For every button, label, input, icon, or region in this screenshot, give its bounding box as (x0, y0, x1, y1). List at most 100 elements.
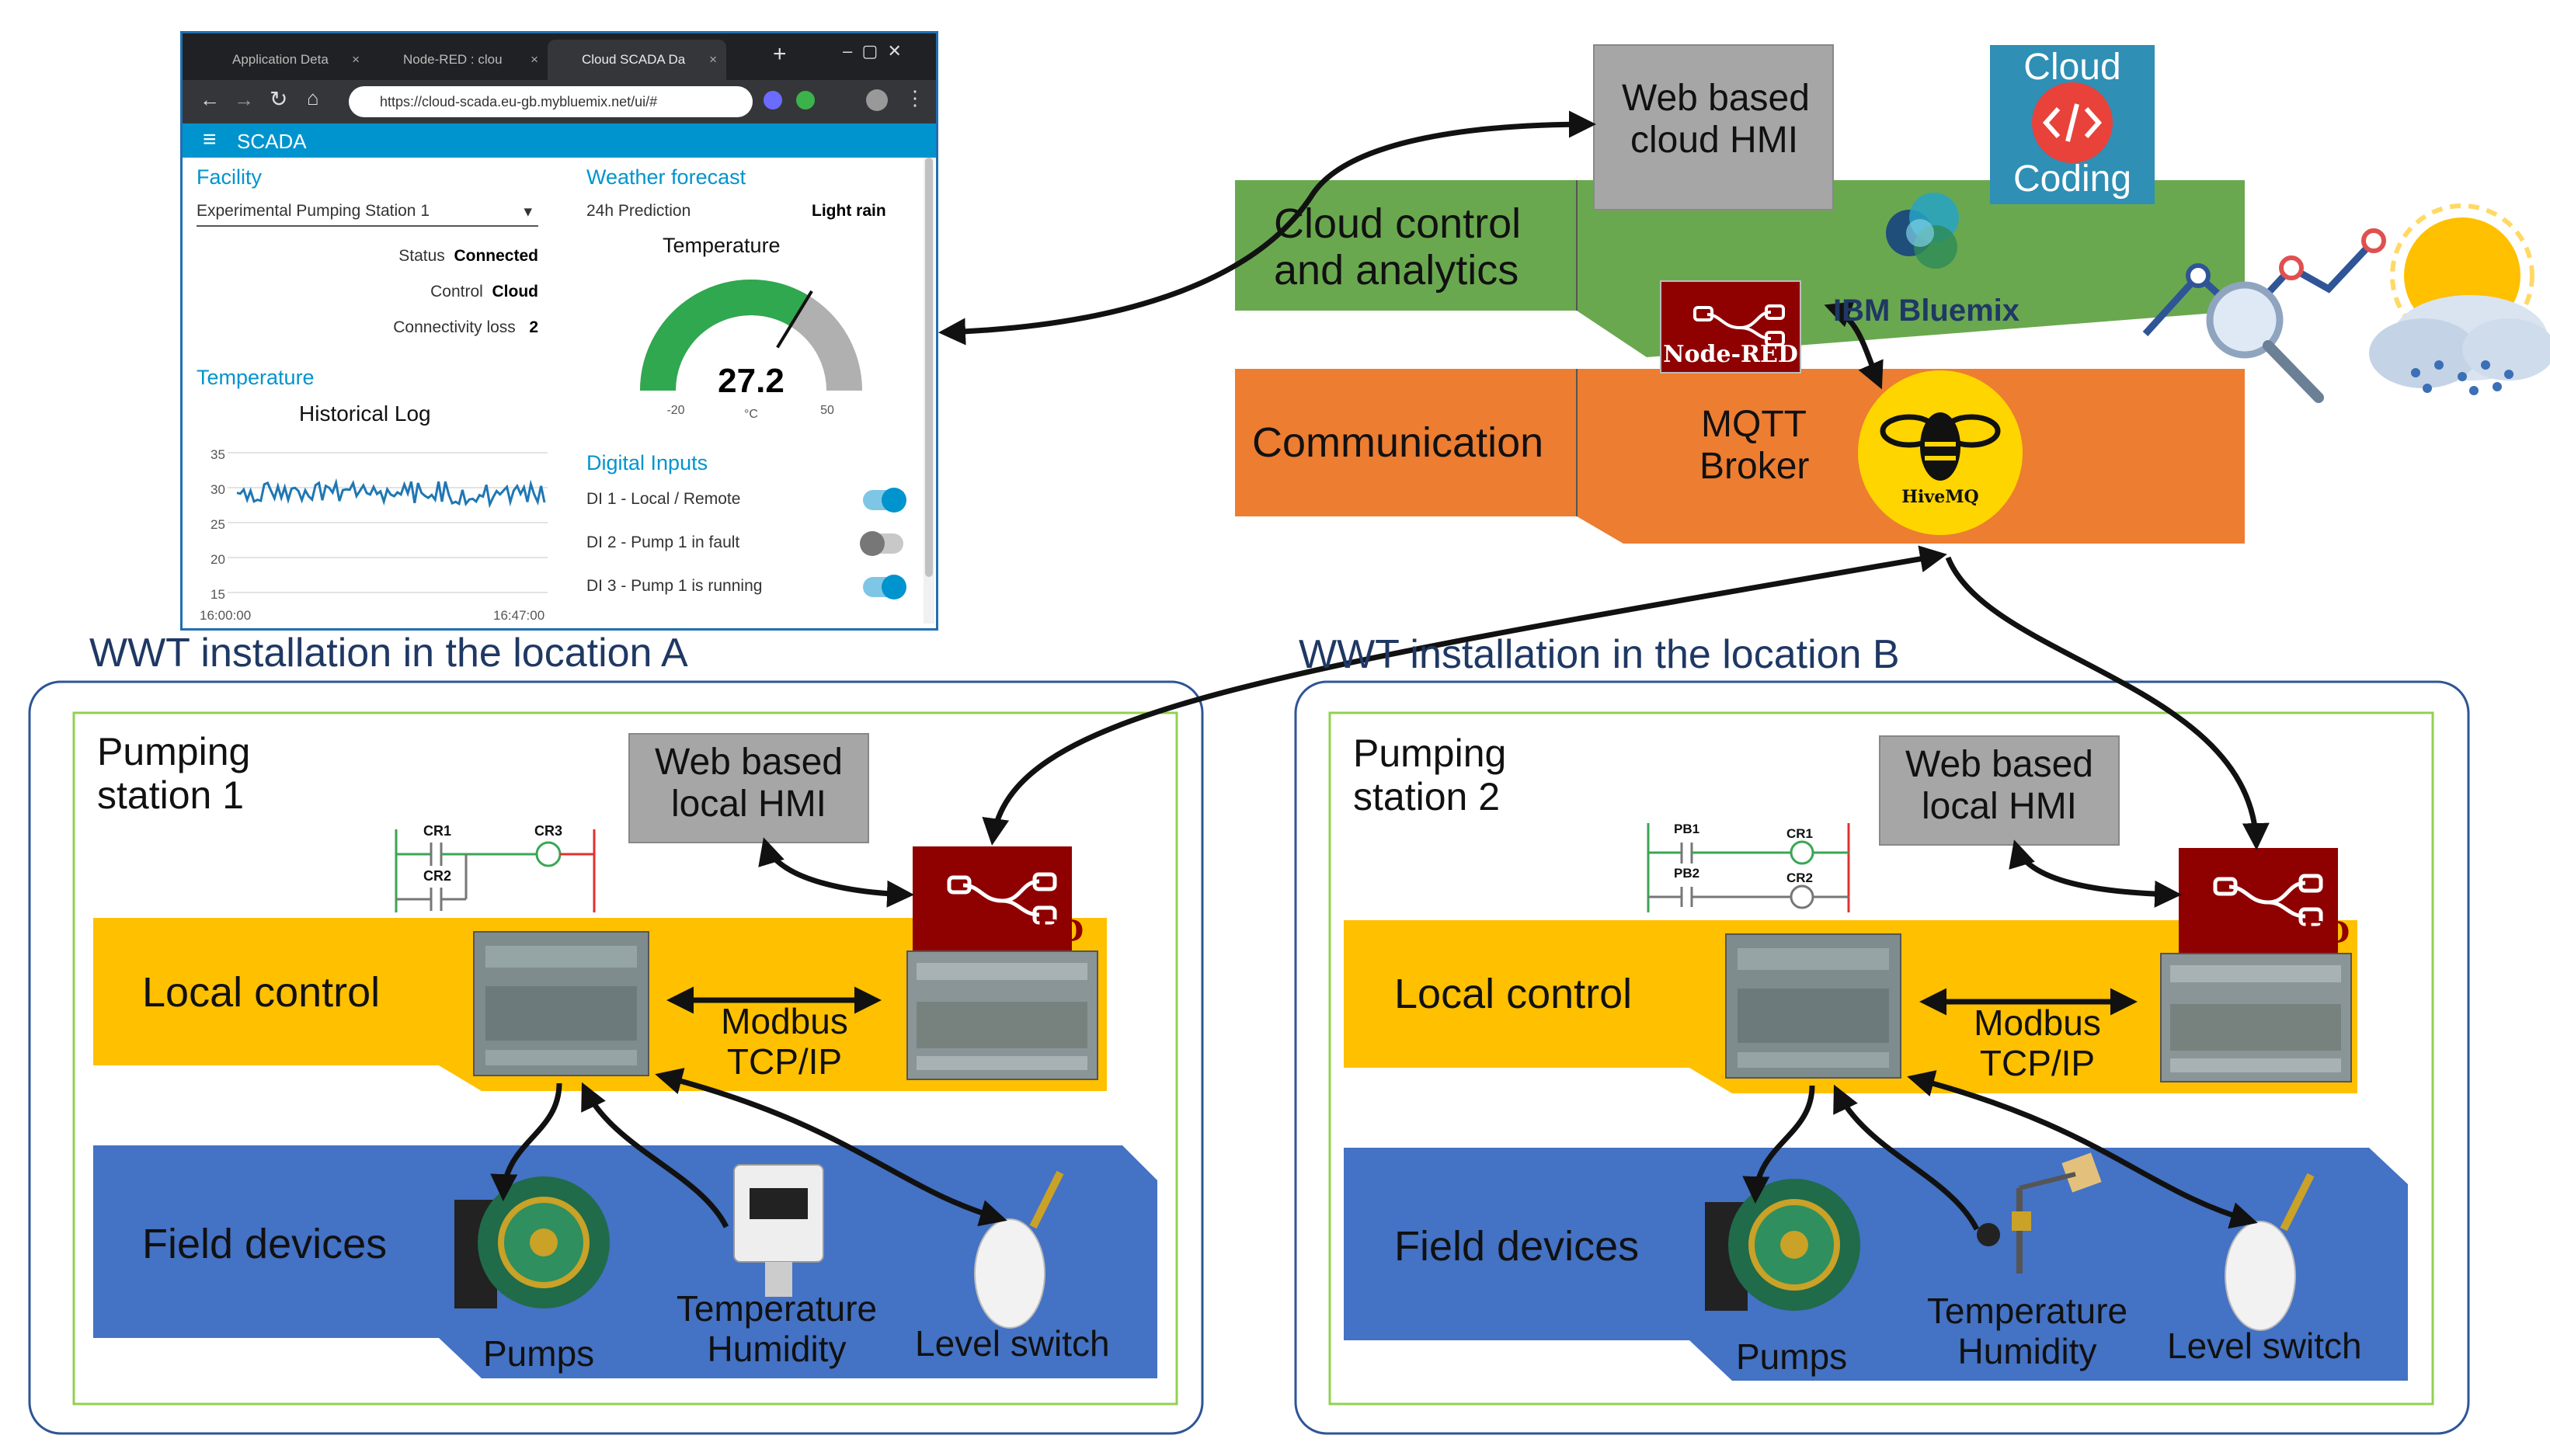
level-switch-a-label: Level switch (915, 1323, 1110, 1364)
control-row: Control Cloud (197, 283, 538, 301)
di-2-label: DI 2 - Pump 1 in fault (586, 533, 740, 551)
arrow-station-a-to-broker (982, 545, 1947, 846)
cloud-coding-bottom-text: Coding (2013, 158, 2132, 200)
nodered-logo-b (2179, 848, 2338, 953)
cloud-coding-top-text: Cloud (2023, 47, 2121, 88)
scrollbar-thumb[interactable] (925, 158, 933, 577)
cloud-hmi-box (1593, 44, 1834, 210)
hivemq-logo (1858, 370, 2023, 535)
cloud-coding-logo (1990, 45, 2155, 204)
level-switch-b-label: Level switch (2167, 1326, 2362, 1366)
y-tick: 35 (210, 447, 225, 462)
arrow-plc-to-pump-a (490, 1082, 562, 1201)
arrow-broker-to-station-b (1945, 556, 2270, 850)
home-icon[interactable]: ⌂ (307, 86, 319, 109)
url-text: https://cloud-scada.eu-gb.mybluemix.net/… (380, 94, 658, 109)
connectivity-label: Connectivity loss (393, 318, 516, 336)
control-label: Control (430, 283, 483, 301)
menu-kebab-icon[interactable]: ⋮ (905, 86, 925, 109)
status-label: Status (398, 247, 445, 265)
ladder-label: PB2 (1674, 866, 1700, 881)
location-a-title: WWT installation in the location A (89, 631, 688, 676)
ibm-bluemix-label: IBM Bluemix (1833, 294, 2020, 328)
modbus-a-label: Modbus TCP/IP (721, 1001, 848, 1082)
y-tick: 15 (210, 587, 225, 602)
back-icon[interactable]: ← (200, 88, 220, 111)
nodered-b-label: Node-RED (2179, 915, 2350, 950)
tab-close-icon[interactable]: × (531, 52, 538, 67)
nodered-cloud-label: Node-RED (1663, 341, 1798, 368)
digital-inputs-card-title: Digital Inputs (586, 451, 708, 474)
modbus-b-label: Modbus TCP/IP (1974, 1003, 2101, 1083)
prediction-value: Light rain (812, 202, 886, 220)
facility-card-title: Facility (197, 165, 263, 189)
y-tick: 20 (210, 552, 225, 567)
arrow-local-hmi-to-nodered-b (2009, 839, 2182, 908)
local-hmi-box-a (628, 733, 869, 843)
extension-icon[interactable] (796, 91, 815, 109)
gauge-title: Temperature (663, 234, 781, 257)
temperature-history-chart: 35 30 25 20 15 16:00:00 16:47:00 (200, 447, 548, 623)
toggle-knob (882, 575, 906, 599)
browser-tab-1[interactable]: Application Deta× (198, 40, 369, 80)
browser-tab-3[interactable]: Cloud SCADA Da× (548, 40, 726, 80)
tab-close-icon[interactable]: × (709, 52, 717, 67)
arrow-level-to-plc-b (1907, 1070, 2258, 1229)
reload-icon[interactable]: ↻ (270, 87, 288, 111)
hamburger-menu-icon[interactable]: ≡ (203, 127, 217, 152)
profile-avatar[interactable] (866, 89, 888, 111)
di-3-toggle[interactable] (863, 575, 906, 599)
station-1-label: Pumping station 1 (97, 730, 251, 817)
status-value: Connected (454, 247, 538, 265)
x-tick-end: 16:47:00 (493, 608, 544, 623)
gauge-needle (776, 290, 813, 349)
scada-app-bar: ≡ SCADA (183, 123, 936, 158)
communication-label: Communication (1252, 419, 1544, 466)
di-1-toggle[interactable] (863, 488, 906, 513)
local-control-a-label: Local control (142, 969, 381, 1016)
y-tick: 30 (210, 482, 225, 497)
tab-close-icon[interactable]: × (352, 52, 360, 67)
arrow-nodered-to-broker (1824, 301, 1884, 390)
nodered-logo-a (913, 846, 1072, 951)
scada-browser-window: Application Deta× Node-RED : clou× Cloud… (180, 31, 938, 631)
facility-selected-value: Experimental Pumping Station 1 (197, 202, 430, 220)
scrollbar[interactable] (924, 158, 934, 624)
temp-humidity-b-label: Temperature Humidity (1926, 1291, 2128, 1371)
temp-humidity-a-label: Temperature Humidity (676, 1288, 878, 1369)
chevron-down-icon: ▾ (524, 203, 532, 221)
ladder-diagram-a (395, 829, 596, 912)
y-tick: 25 (210, 517, 225, 532)
gauge-fill (640, 280, 809, 391)
field-devices-b-label: Field devices (1394, 1223, 1640, 1270)
toggle-knob (882, 488, 906, 513)
pump-b (1705, 1179, 1860, 1311)
field-devices-a-label: Field devices (142, 1221, 388, 1267)
plc-a (473, 931, 649, 1076)
pump-a (454, 1176, 610, 1308)
hivemq-label: HiveMQ (1901, 487, 1979, 507)
pumps-b-label: Pumps (1736, 1336, 1848, 1377)
facility-select[interactable]: Experimental Pumping Station 1 ▾ (197, 202, 538, 227)
url-input[interactable]: https://cloud-scada.eu-gb.mybluemix.net/… (349, 86, 753, 117)
arrow-local-hmi-to-nodered-a (758, 837, 914, 908)
app-title: SCADA (237, 130, 307, 153)
connectivity-value: 2 (529, 318, 538, 336)
pumps-a-label: Pumps (483, 1333, 595, 1374)
browser-tab-2[interactable]: Node-RED : clou× (369, 40, 548, 80)
historical-log-title: Historical Log (299, 401, 431, 426)
ibm-bluemix-icon (1886, 193, 1959, 269)
forward-icon[interactable]: → (234, 88, 254, 111)
cloud-hmi-label: Web based cloud HMI (1622, 78, 1810, 161)
control-value: Cloud (492, 283, 538, 301)
extension-icon[interactable] (764, 91, 782, 109)
arrow-level-to-plc-a (655, 1068, 1007, 1227)
di-1-label: DI 1 - Local / Remote (586, 490, 741, 508)
window-controls-icon[interactable]: – ▢ ✕ (843, 41, 902, 61)
io-module-a (906, 950, 1098, 1080)
di-2-toggle[interactable] (860, 531, 903, 556)
browser-tab-bar: Application Deta× Node-RED : clou× Cloud… (183, 33, 936, 80)
new-tab-icon[interactable]: + (773, 41, 787, 67)
gauge-max: 50 (820, 404, 834, 417)
